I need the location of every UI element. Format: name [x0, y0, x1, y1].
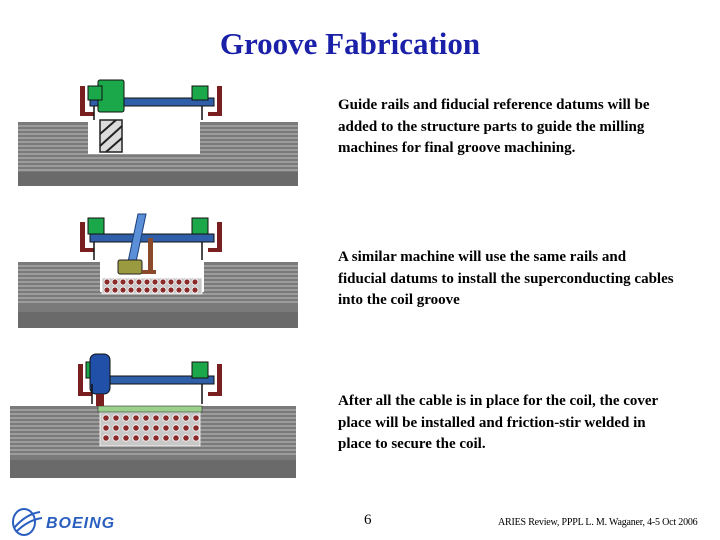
rail-carriage-left	[87, 85, 103, 101]
left-bracket	[78, 364, 92, 396]
cable-installer-head	[117, 238, 156, 275]
paragraph-cover-weld: After all the cable is in place for the …	[338, 393, 658, 452]
coil-cable-stack	[99, 411, 201, 447]
milling-cutter	[99, 119, 123, 153]
right-bracket	[208, 364, 222, 396]
paragraph-cable-install: A similar machine will use the same rail…	[338, 249, 674, 308]
boeing-symbol-icon	[12, 508, 43, 536]
boeing-logo: BOEING	[12, 508, 115, 536]
footer-citation: ARIES Review, PPPL L. M. Waganer, 4-5 Oc…	[498, 517, 698, 528]
right-bracket	[208, 222, 222, 252]
cover-weld-diagram	[10, 353, 296, 478]
cover-plate	[97, 405, 203, 413]
left-bracket	[80, 86, 94, 116]
superconducting-cables	[101, 277, 203, 295]
cable-install-diagram	[18, 213, 298, 328]
rail-carriage-right	[191, 361, 209, 379]
guide-rail	[89, 97, 215, 107]
rail-carriage-right	[191, 217, 209, 235]
rail-carriage-right	[191, 85, 209, 101]
slide-title: Groove Fabrication	[219, 26, 481, 61]
page-number: 6	[364, 512, 372, 528]
boeing-wordmark: BOEING	[46, 515, 115, 532]
friction-stir-welder	[89, 353, 111, 406]
paragraph-milling: Guide rails and fiducial reference datum…	[338, 97, 650, 156]
rail-carriage-left	[87, 217, 105, 235]
milling-machine-diagram	[18, 79, 298, 186]
left-bracket	[80, 222, 94, 252]
right-bracket	[208, 86, 222, 116]
